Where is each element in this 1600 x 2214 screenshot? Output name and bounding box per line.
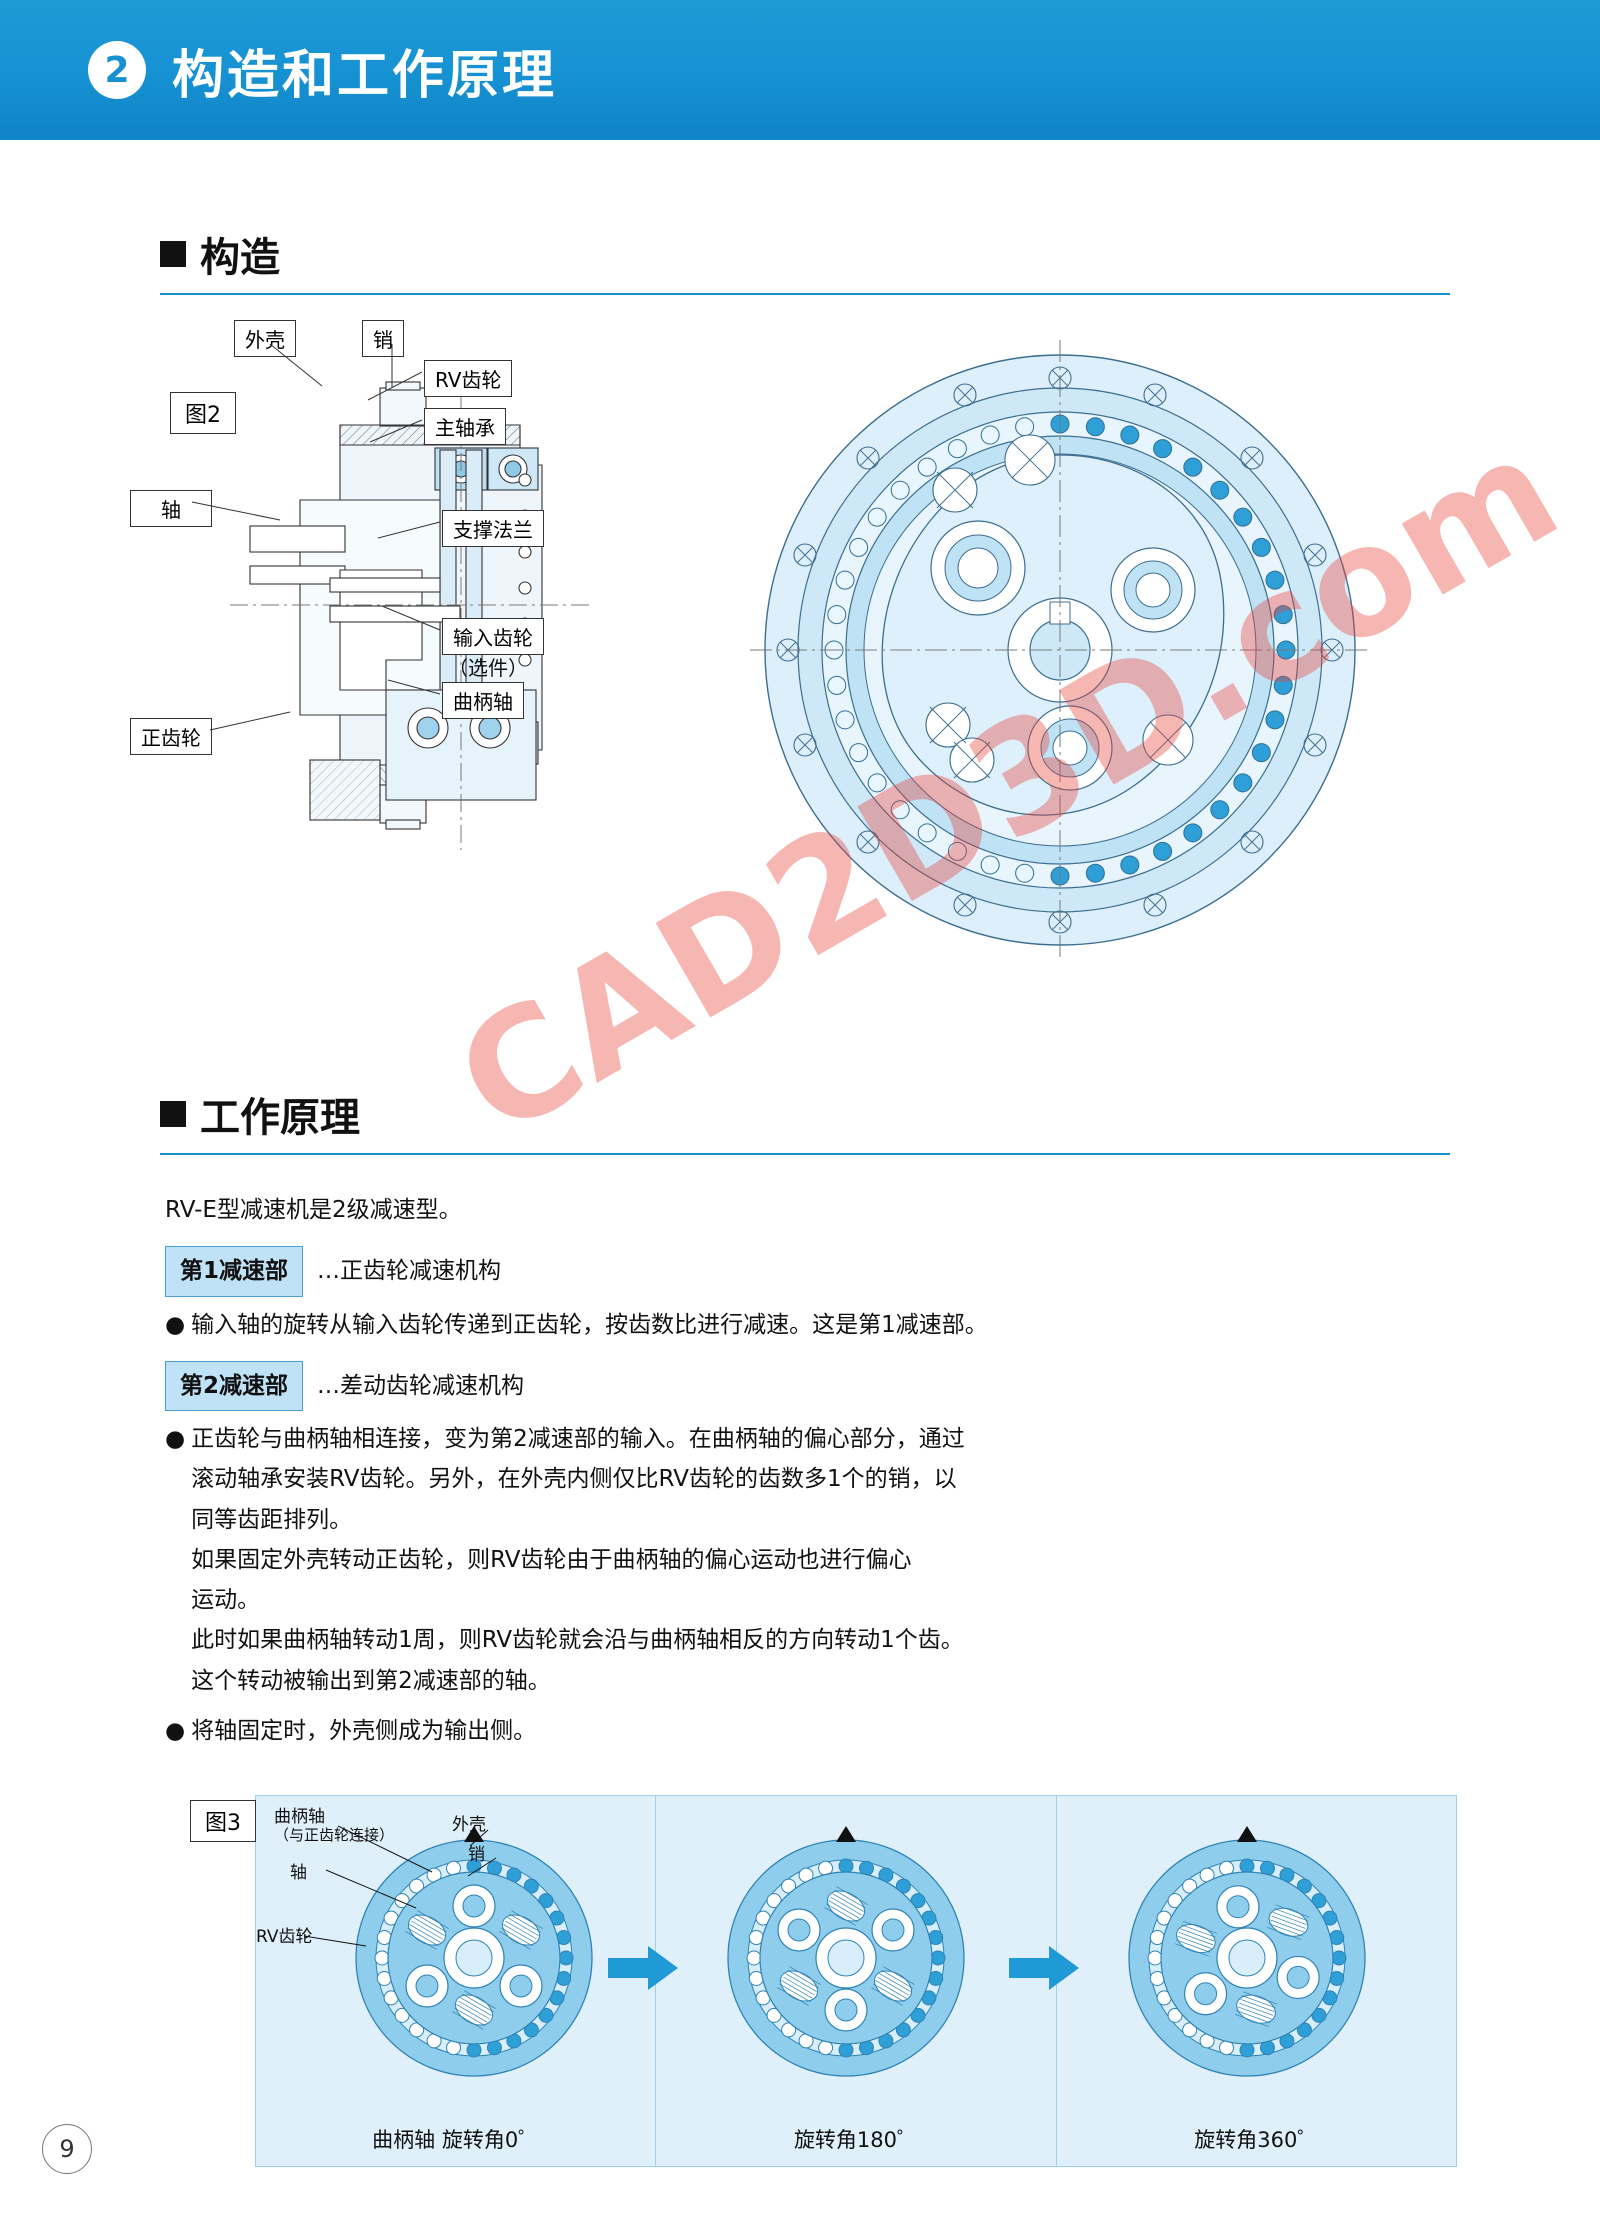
page-title: 构造和工作原理 xyxy=(172,45,558,106)
stage2-line-4: 如果固定外壳转动正齿轮，则RV齿轮由于曲柄轴的偏心运动也进行偏心 xyxy=(191,1546,912,1573)
arrow-1-icon xyxy=(608,1946,679,1990)
stage1-bullet-text: 输入轴的旋转从输入齿轮传递到正齿轮，按齿数比进行减速。这是第1减速部。 xyxy=(191,1311,988,1338)
figure-3-diagram-3 xyxy=(1128,1826,1366,2077)
figure-3-caption-1: 曲柄轴 旋转角0゜ xyxy=(372,2128,540,2152)
stage2-line-7: 这个转动被输出到第2减速部的轴。 xyxy=(191,1667,551,1694)
section-structure-title: 构造 xyxy=(200,235,280,281)
figure-3-step-1: 曲柄轴 （与正齿轮连接） 外壳 销 轴 RV齿轮 曲柄轴 旋转角0゜ xyxy=(256,1796,657,2166)
callout-housing: 外壳 xyxy=(234,320,296,357)
divider xyxy=(160,293,1450,295)
figure-3-caption-2: 旋转角180゜ xyxy=(793,2128,919,2152)
figure-3-diagram-1 xyxy=(355,1826,593,2077)
chapter-number: 2 xyxy=(88,41,146,99)
figure-3-step-2: 旋转角180゜ xyxy=(608,1796,1057,2166)
page-number: 9 xyxy=(42,2124,92,2174)
figure-2-label: 图2 xyxy=(170,392,236,434)
square-bullet-icon xyxy=(160,241,186,267)
figure-3-caption-3: 旋转角360゜ xyxy=(1194,2128,1319,2152)
stage2-desc: …差动齿轮减速机构 xyxy=(317,1372,525,1399)
bullet-dot-icon: ● xyxy=(165,1717,186,1744)
stage2-heading: 第2减速部 …差动齿轮减速机构 xyxy=(165,1360,1345,1411)
square-bullet-icon xyxy=(160,1101,186,1127)
principle-intro: RV-E型减速机是2级减速型。 xyxy=(165,1197,462,1223)
stage2-line-6: 此时如果曲柄轴转动1周，则RV齿轮就会沿与曲柄轴相反的方向转动1个齿。 xyxy=(191,1627,964,1654)
section-structure-header: 构造 xyxy=(160,225,1450,295)
stage2-line-3: 同等齿距排列。 xyxy=(191,1506,353,1533)
callout-shaft: 轴 xyxy=(130,490,212,527)
figure-3-label: 图3 xyxy=(190,1800,256,1842)
arrow-2-icon xyxy=(1008,1946,1079,1990)
fig3-label-pin: 销 xyxy=(468,1845,485,1865)
stage2-bullet: ● 正齿轮与曲柄轴相连接，变为第2减速部的输入。在曲柄轴的偏心部分，通过 滚动轴… xyxy=(165,1419,1345,1701)
stage2-line-5: 运动。 xyxy=(191,1587,261,1613)
callout-input-gear-option: （选件） xyxy=(448,656,528,680)
callout-pin: 销 xyxy=(362,320,404,357)
section-principle-title: 工作原理 xyxy=(200,1095,360,1141)
bullet-dot-icon: ● xyxy=(165,1426,186,1452)
figure-2: 图2 xyxy=(130,320,1470,990)
callout-spur-gear: 正齿轮 xyxy=(130,718,212,755)
stage1-bullet: ● 输入轴的旋转从输入齿轮传递到正齿轮，按齿数比进行减速。这是第1减速部。 xyxy=(165,1305,1345,1345)
section-structure-title-row: 构造 xyxy=(160,225,1450,293)
figure-3: 曲柄轴 （与正齿轮连接） 外壳 销 轴 RV齿轮 曲柄轴 旋转角0゜ xyxy=(255,1795,1457,2167)
fig3-label-shaft: 轴 xyxy=(290,1863,307,1883)
stage2-line-2: 滚动轴承安装RV齿轮。另外，在外壳内侧仅比RV齿轮的齿数多1个的销，以 xyxy=(191,1466,957,1493)
fig3-label-rv-gear: RV齿轮 xyxy=(256,1927,313,1947)
stage2-bullet-2: ● 将轴固定时，外壳侧成为输出侧。 xyxy=(165,1711,1345,1751)
figure-3-diagram-2 xyxy=(727,1826,965,2077)
callout-main-bearing: 主轴承 xyxy=(424,408,506,445)
section-principle-title-row: 工作原理 xyxy=(160,1085,1450,1153)
stage1-tag: 第1减速部 xyxy=(165,1246,304,1297)
fig3-label-crank-shaft: 曲柄轴 xyxy=(274,1807,325,1827)
section-principle-header: 工作原理 xyxy=(160,1085,1450,1155)
figure-3-step-3: 旋转角360゜ xyxy=(1008,1796,1456,2166)
figure-2-end-view xyxy=(750,340,1370,960)
stage1-desc: …正齿轮减速机构 xyxy=(317,1258,502,1285)
bullet-dot-icon: ● xyxy=(165,1311,186,1338)
stage2-tag: 第2减速部 xyxy=(165,1360,304,1411)
principle-body: RV-E型减速机是2级减速型。 第1减速部 …正齿轮减速机构 ● 输入轴的旋转从… xyxy=(165,1190,1345,1761)
fig3-label-crank-note: （与正齿轮连接） xyxy=(274,1826,395,1844)
stage2-line-1: 正齿轮与曲柄轴相连接，变为第2减速部的输入。在曲柄轴的偏心部分，通过 xyxy=(191,1426,965,1452)
callout-input-gear: 输入齿轮 xyxy=(442,618,544,655)
page-header: 2 构造和工作原理 xyxy=(0,0,1600,140)
stage1-heading: 第1减速部 …正齿轮减速机构 xyxy=(165,1246,1345,1297)
callout-support-flange: 支撑法兰 xyxy=(442,510,544,547)
stage2-bullet2-text: 将轴固定时，外壳侧成为输出侧。 xyxy=(191,1717,537,1744)
callout-crank-shaft: 曲柄轴 xyxy=(442,682,524,719)
callout-rv-gear: RV齿轮 xyxy=(424,360,513,397)
fig3-label-housing: 外壳 xyxy=(452,1815,486,1835)
divider xyxy=(160,1153,1450,1155)
